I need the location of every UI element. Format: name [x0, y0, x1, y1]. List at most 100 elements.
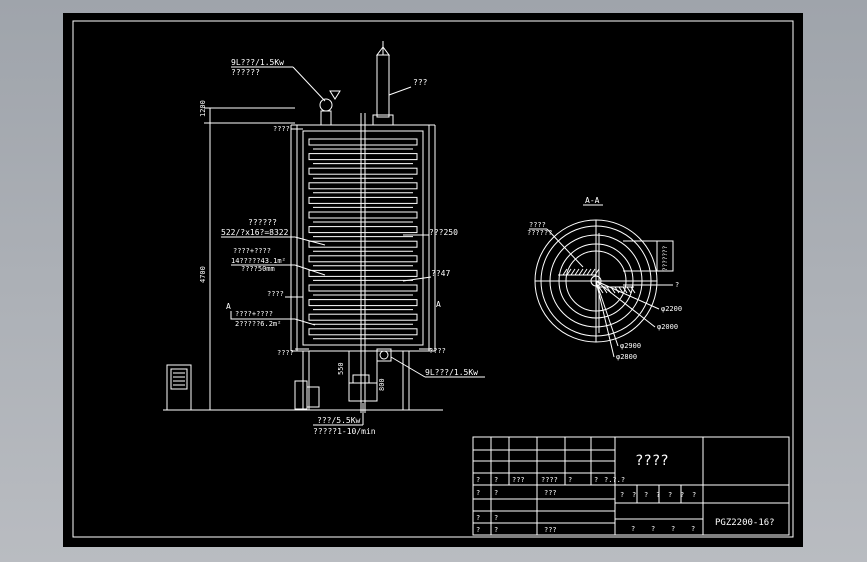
title-block-cell: ? — [632, 491, 636, 499]
dia-2000: φ2000 — [657, 323, 678, 331]
title-block-cell: ? — [620, 491, 624, 499]
inlet-label: ???? — [273, 125, 290, 133]
bottom-fan-motor-label: 9L???/1.5Kw — [425, 368, 478, 377]
hatch-line — [562, 268, 568, 276]
hatch-line — [622, 286, 628, 294]
title-block-cell: ? — [476, 476, 480, 484]
tray — [308, 211, 418, 219]
title-block-cell: ? — [494, 476, 498, 484]
title-block-cell: ???? — [541, 476, 558, 484]
title-block-cell: ??? — [544, 489, 557, 497]
mid-label-1: ????+???? — [233, 247, 271, 255]
title-block-cell: ? — [668, 491, 672, 499]
height-dimension — [204, 107, 295, 410]
title-block-cell: ? — [656, 491, 660, 499]
mid-label-3: ????50mm — [241, 265, 275, 273]
control-cabinet — [166, 364, 192, 411]
hatch-line — [594, 268, 600, 276]
hatch-line — [590, 268, 596, 276]
top-fan-motor-label: 9L???/1.5Kw — [231, 58, 284, 67]
top-fan — [319, 90, 341, 126]
central-shaft — [360, 113, 366, 413]
hatch-line — [618, 286, 624, 294]
dim-top-label: 1200 — [199, 100, 207, 117]
dia-2200: φ2200 — [661, 305, 682, 313]
hatch-line — [630, 286, 636, 294]
title-block-cell: ? — [631, 525, 635, 533]
section-label: A-A — [585, 196, 600, 205]
section-mark-left: A — [226, 302, 231, 311]
dia-2900: φ2900 — [620, 342, 641, 350]
mid-label-2: 14?????43.1m² — [231, 257, 286, 265]
drawing-sheet: 1200 4700 ??? 9L???/1.5Kw ?????? ???? ??… — [63, 13, 803, 547]
title-block-cell: ? — [644, 491, 648, 499]
dim-550-label: 550 — [337, 362, 345, 375]
dim-height-label: 4700 — [199, 266, 207, 283]
title-block-name: ???? — [635, 453, 669, 469]
exhaust-label: ??? — [413, 78, 428, 87]
drive-motor-label: ???/5.5Kw — [317, 416, 361, 425]
sec-left-label-1: ???? — [529, 221, 546, 229]
drawing-frame — [72, 20, 794, 538]
top-fan-note: ?????? — [231, 68, 260, 77]
plate-spec-title: ?????? — [248, 218, 277, 227]
section-mark-right: A — [436, 300, 441, 309]
tray — [308, 313, 418, 321]
tray — [308, 328, 418, 336]
dim-800-label: 800 — [378, 378, 386, 391]
exhaust-stack — [372, 41, 394, 126]
tray — [308, 226, 418, 234]
title-block-cell: ? — [476, 514, 480, 522]
sec-right-label-2: ? — [675, 281, 679, 289]
title-block-cell: ? — [476, 489, 480, 497]
outlet-left-label: ???? — [277, 349, 294, 357]
title-block-cells: ????????????.?.???????????????????????? — [476, 476, 696, 534]
tray — [308, 284, 418, 292]
tray — [308, 240, 418, 248]
bottom-label-2: 2?????6.2m² — [235, 320, 281, 328]
title-block-cell: ?.?.? — [604, 476, 625, 484]
dia-2800: φ2800 — [616, 353, 637, 361]
tray — [308, 153, 418, 161]
title-block-cell: ? — [494, 489, 498, 497]
title-block-cell: ? — [568, 476, 572, 484]
hatch-line — [570, 268, 576, 276]
hatch-line — [574, 268, 580, 276]
tray — [308, 182, 418, 190]
tray-stack — [308, 138, 418, 340]
title-block-cell: ? — [594, 476, 598, 484]
tray — [308, 299, 418, 307]
hatch-line — [586, 268, 592, 276]
left-label-4: ???? — [267, 290, 284, 298]
title-block-cell: ? — [680, 491, 684, 499]
dryer-tower — [290, 124, 436, 352]
title-block-cell: ? — [476, 526, 480, 534]
tray — [308, 255, 418, 263]
bottom-label-1: ????+???? — [235, 310, 273, 318]
bottom-fan — [376, 348, 392, 362]
title-block-cell: ? — [671, 525, 675, 533]
title-block-cell: ? — [494, 514, 498, 522]
drive-motor — [294, 374, 378, 410]
title-block-cell: ??? — [512, 476, 525, 484]
title-block-cell: ? — [651, 525, 655, 533]
hatch-line — [598, 286, 604, 294]
dryer-drawing: 1200 4700 ??? 9L???/1.5Kw ?????? ???? ??… — [72, 20, 794, 538]
title-block-cell: ? — [692, 491, 696, 499]
title-block-cell: ? — [691, 525, 695, 533]
outlet-right-label: ???? — [429, 347, 446, 355]
title-block-cell: ? — [494, 526, 498, 534]
hatch-line — [578, 268, 584, 276]
right-label-250: ???250 — [429, 228, 458, 237]
section-dim-box — [623, 240, 674, 272]
hatch-line — [602, 286, 608, 294]
sec-right-label-1: ??????? — [662, 245, 669, 271]
right-label-47: ??47 — [431, 269, 450, 278]
tray — [308, 138, 418, 146]
plate-spec-value: 522/?x16?=8322 — [221, 228, 289, 237]
hatch-line — [566, 268, 572, 276]
drawing-number: PGZ2200-16? — [715, 518, 775, 528]
sec-left-label-2: ?????? — [527, 229, 552, 237]
hatch-line — [582, 268, 588, 276]
